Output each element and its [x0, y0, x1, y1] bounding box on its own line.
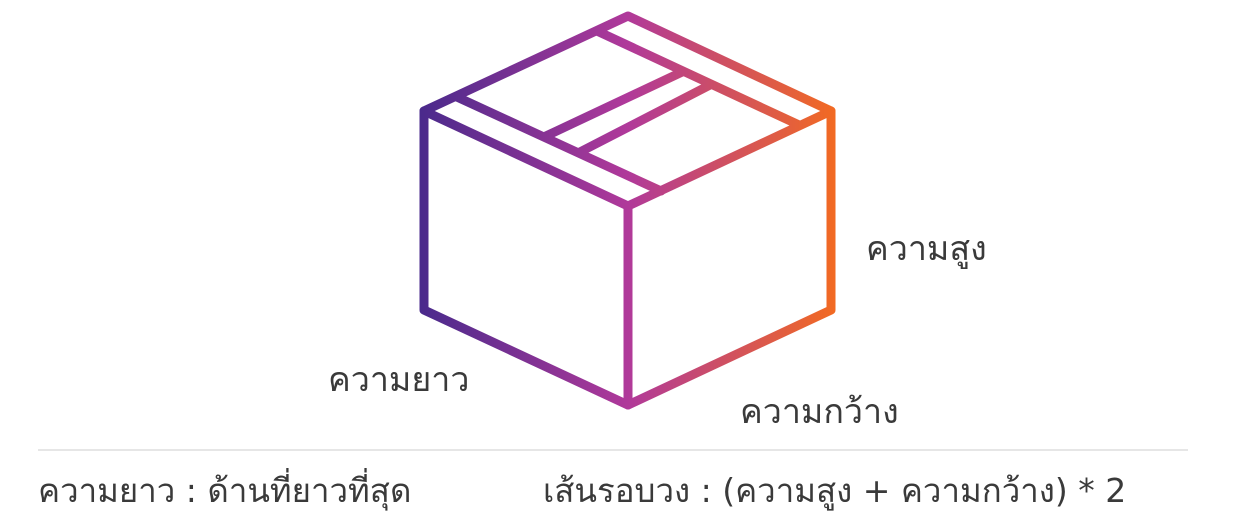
- flap-seam-left: [541, 67, 687, 141]
- width-label: ความกว้าง: [740, 392, 899, 432]
- cardboard-box-icon: [419, 11, 836, 410]
- tape-left: [452, 92, 666, 196]
- length-label: ความยาว: [328, 360, 470, 400]
- perimeter-formula: เส้นรอบวง : (ความสูง + ความกว้าง) * 2: [543, 471, 1127, 510]
- divider: [38, 449, 1188, 451]
- box-top-left-edge: [419, 106, 633, 211]
- flap-seam-right: [575, 80, 715, 157]
- height-label: ความสูง: [866, 229, 987, 269]
- length-definition: ความยาว : ด้านที่ยาวที่สุด: [38, 471, 412, 510]
- tape-right: [592, 26, 804, 130]
